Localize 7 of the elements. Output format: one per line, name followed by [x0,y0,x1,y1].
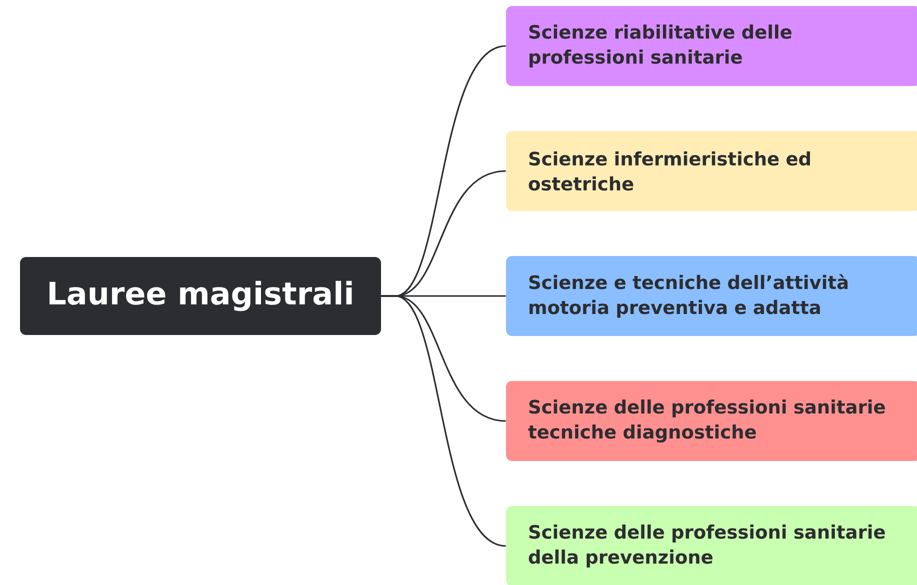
topic-box: Scienze delle professioni sanitarie della prevenzione [506,506,917,585]
topic-box: Scienze infermieristiche ed ostetriche [506,131,917,211]
topic-box: Scienze e tecniche dell’attività motoria preventiva e adatta [506,256,917,336]
connector [381,295,506,547]
topic-box: Scienze riabilitative delle professioni sanitarie [506,6,917,86]
topic-box: Scienze delle professioni sanitarie tecniche diagnostiche [506,381,917,461]
root-box: Lauree magistrali [20,257,381,335]
